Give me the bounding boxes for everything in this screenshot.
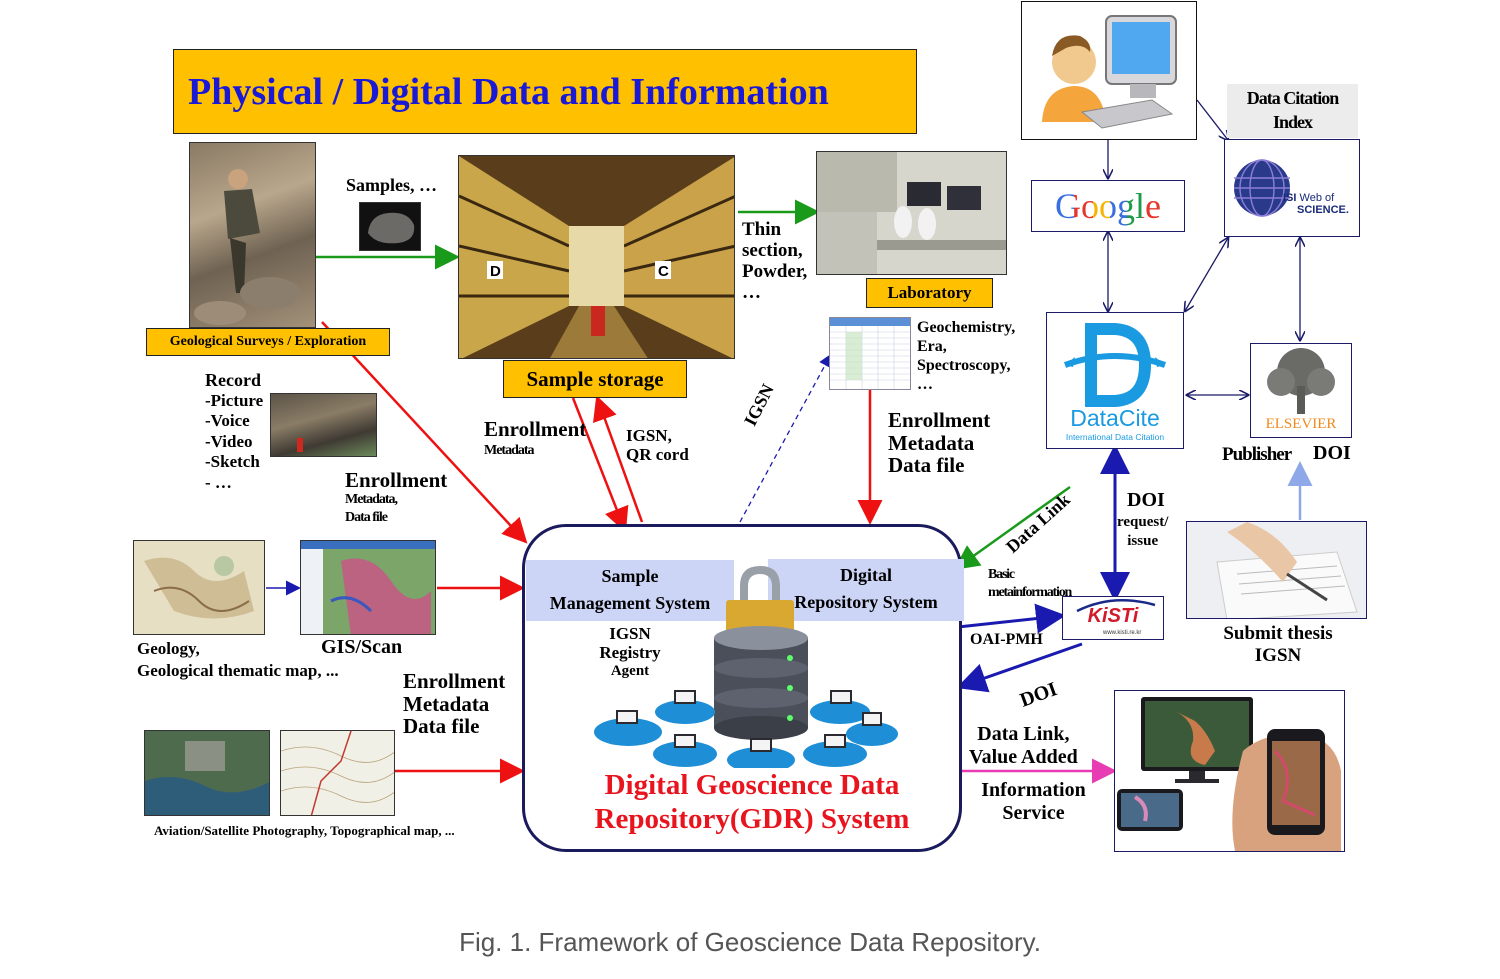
google-logo: Google: [1055, 186, 1161, 226]
figure-caption: Fig. 1. Framework of Geoscience Data Rep…: [459, 927, 1041, 957]
enroll-storage-sub: Metadata: [484, 443, 535, 458]
red-arrow-igsn-storage: [593, 395, 644, 523]
datacite-box[interactable]: DataCite International Data Citation: [1046, 312, 1184, 449]
geochemistry-text: Geochemistry, Era, Spectroscopy, …: [917, 319, 1016, 393]
basic-metainformation-label: Basic metainformation: [988, 567, 1072, 600]
geology-caption: Geology, Geological thematic map, ...: [137, 639, 339, 680]
enroll-record-title: Enrollment: [345, 468, 448, 492]
kisti-text: KiSTi: [1087, 605, 1139, 627]
navy-arrow-user-isi: [1196, 99, 1228, 140]
enroll-lab-text: Enrollment Metadata Data file: [888, 408, 991, 477]
svg-text:D: D: [490, 263, 501, 280]
sample-management-system[interactable]: Sample Management System: [526, 560, 734, 621]
survey-photo: [189, 142, 316, 328]
isi-web-of-science-box[interactable]: ISI Web of SCIENCE.: [1224, 139, 1360, 237]
aviation-caption: Aviation/Satellite Photography, Topograp…: [154, 823, 455, 838]
laboratory-label: Laboratory: [866, 278, 993, 308]
doi-label: DOI: [1313, 442, 1351, 464]
navy-arrow-isi-datacite: [1185, 238, 1228, 311]
dashed-arrow-igsn: [739, 353, 832, 523]
devices-icon: [1117, 697, 1341, 851]
rock-sample-image: [359, 202, 421, 251]
submit-thesis-photo: [1186, 521, 1367, 619]
devices-box: [1114, 690, 1345, 852]
user-computer-icon: [1042, 15, 1177, 129]
red-arrow-survey: [321, 321, 528, 544]
kisti-swoosh-icon: [1076, 598, 1156, 613]
igsn-qr-text: IGSN, QR cord: [626, 426, 689, 464]
survey-label: Geological Surveys / Exploration: [146, 328, 390, 356]
google-box[interactable]: Google: [1031, 180, 1185, 232]
storage-label: Sample storage: [503, 360, 687, 398]
gdr-title: Digital Geoscience Data Repository(GDR) …: [576, 768, 928, 838]
laboratory-photo: [816, 151, 1007, 275]
oai-pmh-label: OAI-PMH: [970, 631, 1043, 648]
elsevier-tree-icon: [1267, 348, 1335, 414]
isi-wos-text: ISI Web of SCIENCE.: [1283, 192, 1349, 216]
geology-map-image: [133, 540, 265, 635]
gdr-title-line2: Repository(GDR) System: [594, 803, 910, 835]
data-citation-index-label: Data Citation Index: [1227, 84, 1358, 138]
digital-repository-system[interactable]: Digital Repository System: [768, 559, 964, 621]
enroll-storage-title: Enrollment: [484, 417, 587, 441]
green-arrow-datalink: [953, 485, 1071, 570]
doi-request-sub: request/ issue: [1117, 514, 1169, 549]
gis-label: GIS/Scan: [321, 636, 403, 658]
samples-label: Samples, …: [346, 175, 438, 195]
record-title: Record: [205, 370, 261, 390]
topographic-map-image: [280, 730, 395, 816]
elsevier-text: ELSEVIER: [1265, 416, 1337, 432]
globe-icon: [1234, 159, 1290, 217]
value-added-label: Data Link, Value Added: [969, 723, 1078, 768]
outcrop-photo: [270, 393, 377, 457]
datacite-text: DataCite: [1070, 405, 1160, 431]
record-block: Record -Picture -Voice -Video -Sketch - …: [205, 370, 264, 492]
thin-section-text: Thin section, Powder, …: [742, 219, 808, 303]
red-arrow-enroll-storage: [571, 397, 629, 533]
title-banner: Physical / Digital Data and Information: [173, 49, 917, 134]
datacite-logo-icon: [1063, 323, 1167, 407]
publisher-label: Publisher: [1222, 444, 1292, 465]
storage-photo: D C: [458, 155, 735, 359]
kisti-box[interactable]: KiSTi www.kisti.re.kr: [1062, 596, 1164, 640]
gdr-title-line1: Digital Geoscience Data: [604, 769, 900, 801]
elsevier-box[interactable]: ELSEVIER: [1250, 343, 1352, 438]
database-network-icon: [594, 566, 898, 772]
spreadsheet-image: [829, 317, 911, 390]
title-text: Physical / Digital Data and Information: [188, 70, 829, 113]
kisti-url: www.kisti.re.kr: [1103, 630, 1142, 636]
gis-scan-image: [300, 540, 436, 635]
enroll-maps-text: Enrollment Metadata Data file: [403, 669, 506, 738]
igsn-registry-agent: IGSN Registry Agent: [599, 624, 661, 679]
blue-arrow-doi-back: [956, 642, 1083, 693]
information-service-label: Information Service: [981, 779, 1086, 824]
doi-request-title: DOI: [1127, 489, 1165, 511]
enroll-record-sub: Metadata, Data file: [345, 492, 398, 525]
submit-thesis-label: Submit thesis IGSN: [1223, 623, 1333, 666]
user-computer-box: [1021, 1, 1197, 140]
satellite-photo: [144, 730, 270, 816]
datacite-subtext: International Data Citation: [1065, 432, 1165, 442]
blue-arrow-oai: [957, 603, 1066, 634]
svg-text:C: C: [658, 263, 669, 280]
